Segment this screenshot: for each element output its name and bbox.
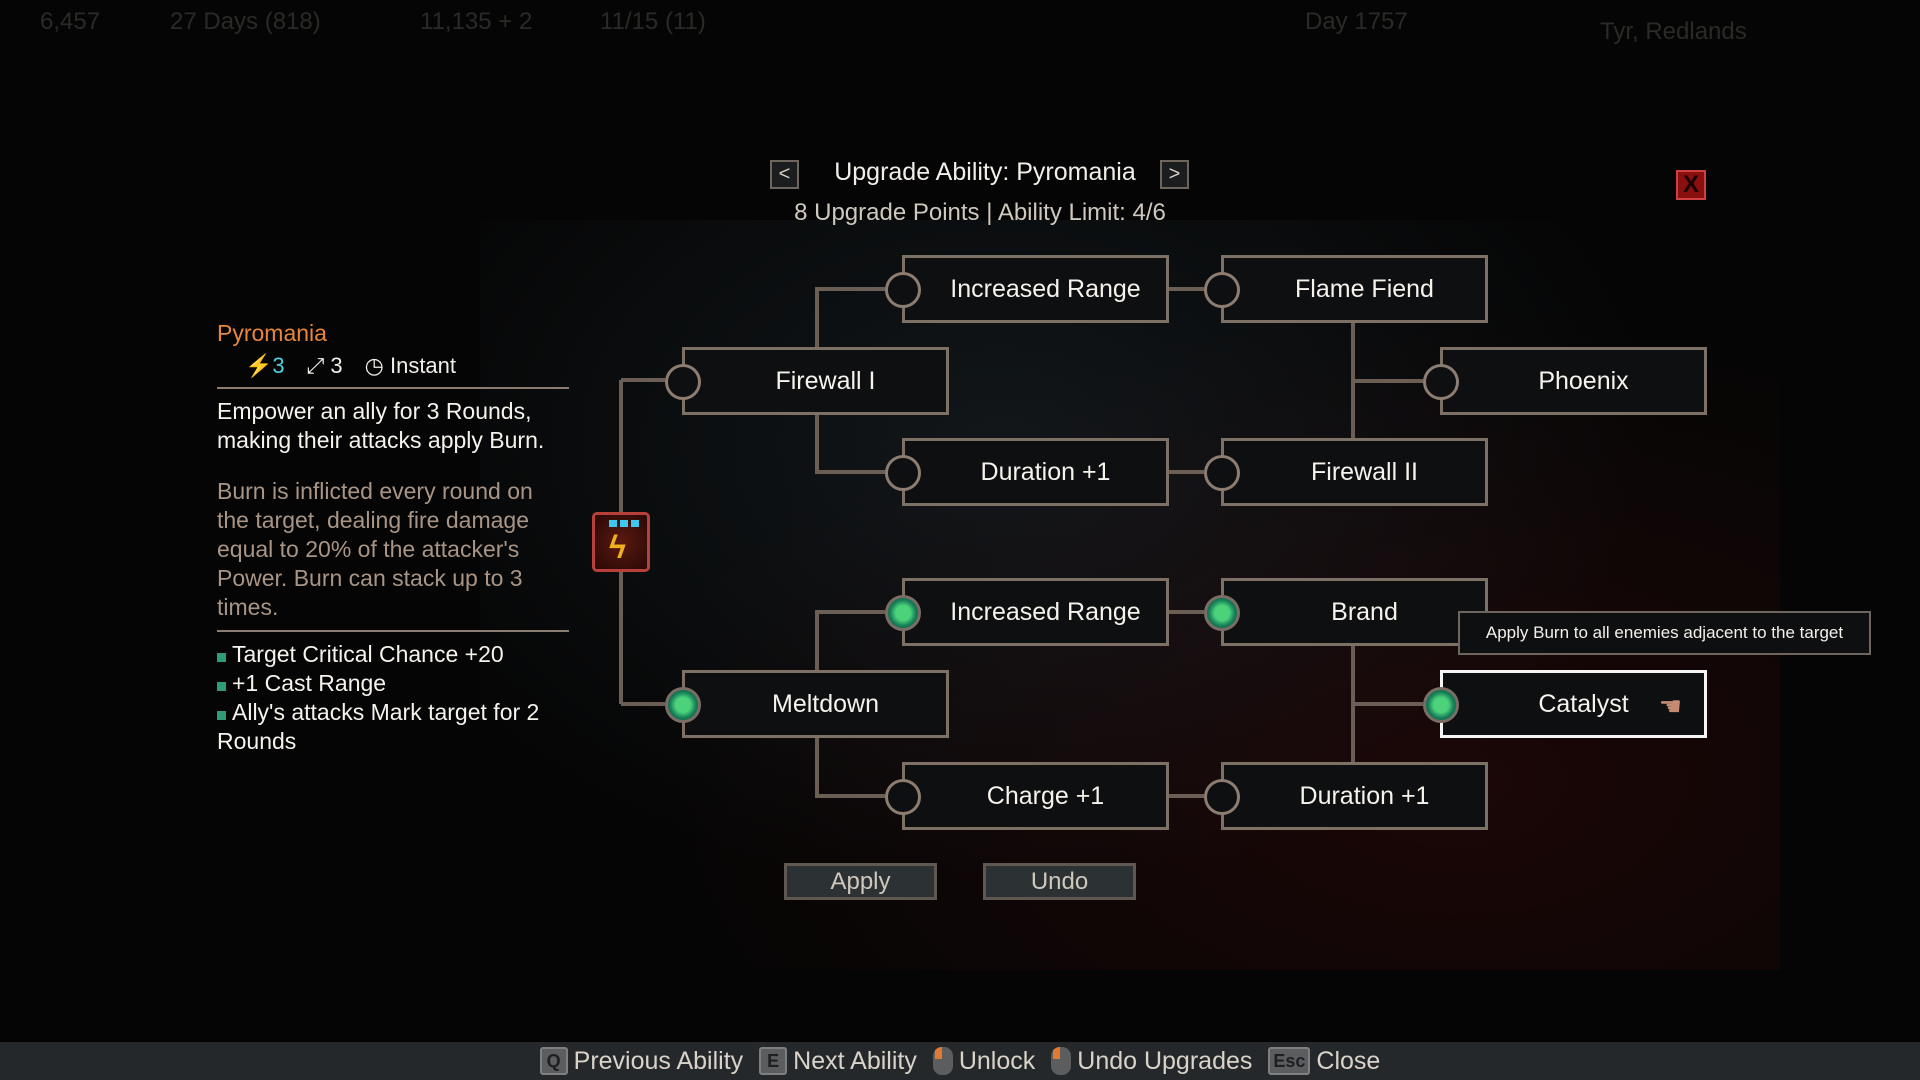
node-phoenix[interactable]: Phoenix [1423, 347, 1707, 415]
node-slot-icon [885, 272, 921, 308]
node-catalyst[interactable]: Catalyst☚ [1423, 670, 1707, 738]
divider [217, 387, 569, 389]
pyromania-ability-icon: ϟ [592, 512, 650, 572]
green-bullet-icon [217, 682, 226, 691]
node-flame-fiend[interactable]: Flame Fiend [1204, 255, 1488, 323]
dialog-subtitle: 8 Upgrade Points | Ability Limit: 4/6 [740, 199, 1220, 227]
node-duration-1[interactable]: Duration +1 [885, 438, 1169, 506]
node-increased-range-1[interactable]: Increased Range [885, 255, 1169, 323]
ability-cost: 3 [272, 353, 285, 378]
clock-icon: ◷ [364, 353, 384, 378]
connector [815, 287, 885, 474]
lightning-icon: ⚡ [245, 353, 273, 378]
node-duration-2[interactable]: Duration +1 [1204, 762, 1488, 830]
node-slot-icon [885, 779, 921, 815]
node-slot-icon [665, 364, 701, 400]
previous-ability-arrow[interactable]: < [770, 160, 799, 189]
bullet-item: +1 Cast Range [217, 669, 569, 698]
node-slot-icon [1204, 779, 1240, 815]
apply-button[interactable]: Apply [784, 863, 937, 900]
close-button[interactable]: X [1676, 170, 1706, 200]
connector [1351, 646, 1423, 762]
hint-unlock[interactable]: Unlock [932, 1047, 1035, 1076]
node-unlocked-gem-icon [665, 687, 701, 723]
node-slot-icon [885, 455, 921, 491]
dialog-title: Upgrade Ability: Pyromania [834, 158, 1136, 186]
connector [815, 610, 885, 798]
node-unlocked-gem-icon [1423, 687, 1459, 723]
node-slot-icon [1204, 455, 1240, 491]
hud-location: Tyr, Redlands [1600, 18, 1747, 45]
node-increased-range-2[interactable]: Increased Range [885, 578, 1169, 646]
green-bullet-icon [217, 653, 226, 662]
hud-company: 11/15 (11) [600, 8, 706, 35]
mouse-left-click-icon [1051, 1047, 1072, 1075]
node-slot-icon [1204, 272, 1240, 308]
esc-key-icon: Esc [1268, 1047, 1311, 1075]
ability-description: Empower an ally for 3 Rounds, making the… [217, 398, 545, 453]
hud-gold: 6,457 [40, 8, 101, 35]
node-slot-icon [1423, 364, 1459, 400]
ability-info-panel: Pyromania ⚡3 ⤢ 3 ◷ Instant Empower an al… [217, 320, 569, 756]
hud-day: Day 1757 [1305, 8, 1408, 35]
hud-days: 27 Days (818) [170, 8, 321, 35]
node-unlocked-gem-icon [885, 595, 921, 631]
charge-pips [609, 520, 639, 527]
divider [217, 630, 569, 632]
node-firewall-2[interactable]: Firewall II [1204, 438, 1488, 506]
next-ability-arrow[interactable]: > [1160, 160, 1189, 189]
green-bullet-icon [217, 711, 226, 720]
ability-name: Pyromania [217, 320, 327, 346]
node-meltdown[interactable]: Meltdown [665, 670, 949, 738]
upgrade-points: 8 Upgrade Points [794, 199, 980, 226]
node-tooltip: Apply Burn to all enemies adjacent to th… [1458, 611, 1871, 655]
ability-speed: Instant [389, 353, 457, 378]
node-charge-1[interactable]: Charge +1 [885, 762, 1169, 830]
connector [1169, 610, 1204, 798]
node-brand[interactable]: Brand [1204, 578, 1488, 646]
bullet-item: Ally's attacks Mark target for 2 Rounds [217, 699, 540, 754]
bullet-item: Target Critical Chance +20 [217, 640, 569, 669]
connector [1351, 323, 1423, 438]
hint-undo-upgrades[interactable]: Undo Upgrades [1051, 1047, 1252, 1076]
flame-icon: ϟ [609, 529, 626, 565]
hand-cursor-icon: ☚ [1658, 691, 1682, 721]
e-key-icon: E [759, 1047, 788, 1075]
node-unlocked-gem-icon [1204, 595, 1240, 631]
ability-stats: ⚡3 ⤢ 3 ◷ Instant [217, 353, 569, 379]
q-key-icon: Q [539, 1047, 568, 1075]
undo-button[interactable]: Undo [983, 863, 1136, 900]
ability-limit: Ability Limit: 4/6 [997, 199, 1166, 226]
upgrade-bullets: Target Critical Chance +20 +1 Cast Range… [217, 640, 569, 756]
separator: | [986, 199, 993, 226]
mouse-left-click-icon [932, 1047, 953, 1075]
connector [1169, 287, 1204, 474]
node-firewall-1[interactable]: Firewall I [665, 347, 949, 415]
ability-range: 3 [330, 353, 343, 378]
range-icon: ⤢ [306, 353, 325, 378]
burn-description: Burn is inflicted every round on the tar… [217, 478, 533, 620]
hud-renown: 11,135 + 2 [420, 8, 533, 35]
